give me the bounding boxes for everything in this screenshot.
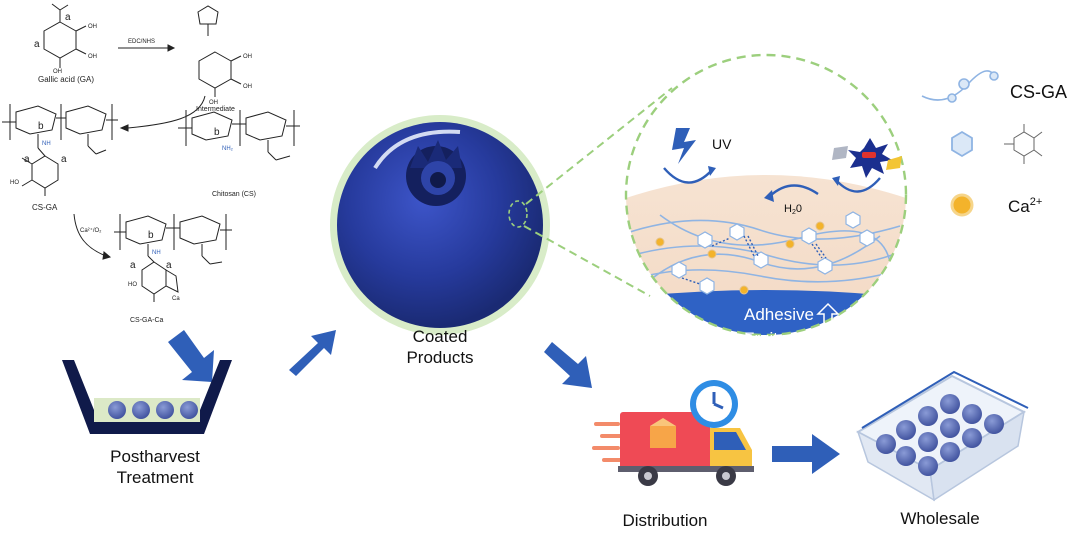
oxidation-icon: [832, 138, 902, 193]
tray-berry: [108, 401, 126, 419]
site-b-1: b: [38, 121, 44, 132]
oh-2: OH: [88, 54, 97, 60]
nh2-1: NH₂: [222, 146, 234, 152]
uv-icon: [663, 128, 716, 184]
site-a-4: a: [61, 154, 67, 165]
tray-berry: [180, 401, 198, 419]
ho-1: HO: [10, 180, 19, 186]
legend-ca-label: Ca2+: [1008, 196, 1042, 216]
legend-csga-icon: [921, 70, 999, 103]
coated-line1: Coated: [412, 327, 468, 346]
legend-ga-structure: [1004, 124, 1043, 164]
ca-reagent-label: Ca²⁺/O₂: [80, 227, 102, 234]
process-arrow-1: [168, 330, 214, 382]
site-a-2: a: [34, 39, 40, 50]
chitosan-label: Chitosan (CS): [212, 191, 256, 198]
nh-1: NH: [42, 141, 51, 147]
legend: CS-GA Ca2+: [921, 70, 1067, 217]
coupling-arrow: [127, 95, 206, 129]
adhesive-arrow-icon: [816, 302, 840, 328]
site-a-5: a: [130, 260, 136, 271]
coated-line2: Products: [406, 348, 474, 367]
ca-atom: Ca: [172, 296, 180, 302]
chitosan-structure: [178, 110, 300, 161]
legend-ga-icon: [951, 130, 973, 158]
site-a-6: a: [166, 260, 172, 271]
postharvest-line2: Treatment: [116, 468, 194, 487]
chemistry-panel: [2, 3, 300, 302]
wholesale-label: Wholesale: [900, 509, 980, 528]
calcium-arrow: [73, 213, 107, 257]
legend-ca-icon: [950, 193, 974, 217]
tray-berry: [156, 401, 174, 419]
fruit-wax-label: Fruit wax: [744, 329, 813, 348]
oh-6: OH: [209, 100, 218, 106]
uv-label: UV: [712, 136, 732, 152]
tray-berry: [132, 401, 150, 419]
ga-label: Gallic acid (GA): [38, 75, 94, 84]
process-arrow-3: [544, 342, 592, 388]
water-label: H20: [784, 203, 802, 216]
distribution-label: Distribution: [622, 511, 708, 530]
adhesive-label: Adhesive: [744, 305, 814, 324]
csgaca-label: CS-GA-Ca: [130, 317, 164, 324]
crosslinks: [681, 235, 827, 285]
chemistry-labels: Gallic acid (GA) EDC/NHS Intermediate CS…: [10, 12, 256, 324]
ga-units: [671, 211, 875, 295]
csgaca-structure: [114, 214, 232, 302]
coated-blueberry: [330, 115, 550, 335]
wholesale-container-icon: [855, 370, 1029, 502]
legend-csga-label: CS-GA: [1010, 82, 1067, 102]
process-arrow-4: [772, 434, 840, 474]
intermediate-label: Intermediate: [196, 106, 235, 113]
csga-structure: [2, 104, 118, 196]
delivery-truck-icon: [592, 412, 754, 486]
zoom-circle: UV H20 Adhesive Fruit wax: [624, 53, 908, 348]
site-a-3: a: [24, 154, 30, 165]
gallic-acid-structure: [43, 3, 87, 68]
zoom-guide-bottom: [523, 225, 651, 297]
process-arrow-2: [289, 330, 336, 376]
clock-icon: [690, 380, 738, 428]
oh-4: OH: [243, 54, 252, 60]
nh-2: NH: [152, 250, 161, 256]
site-b-2: b: [214, 127, 220, 138]
postharvest-label: Postharvest Treatment: [70, 446, 240, 488]
oh-1: OH: [88, 24, 97, 30]
postharvest-tray: [62, 360, 232, 434]
intermediate-structure: [197, 5, 242, 97]
ho-2: HO: [128, 282, 137, 288]
polymer-network: [629, 214, 901, 283]
berry-calyx: [406, 140, 466, 206]
oh-5: OH: [243, 84, 252, 90]
csga-label: CS-GA: [32, 203, 58, 212]
site-b-3: b: [148, 230, 154, 241]
oh-3: OH: [53, 69, 62, 75]
postharvest-line1: Postharvest: [110, 447, 200, 466]
edc-label: EDC/NHS: [128, 39, 155, 45]
water-icon: H20: [764, 184, 819, 216]
coated-products-label: Coated Products: [380, 326, 500, 368]
site-a-1: a: [65, 12, 71, 23]
zoom-guide-top: [525, 87, 673, 205]
